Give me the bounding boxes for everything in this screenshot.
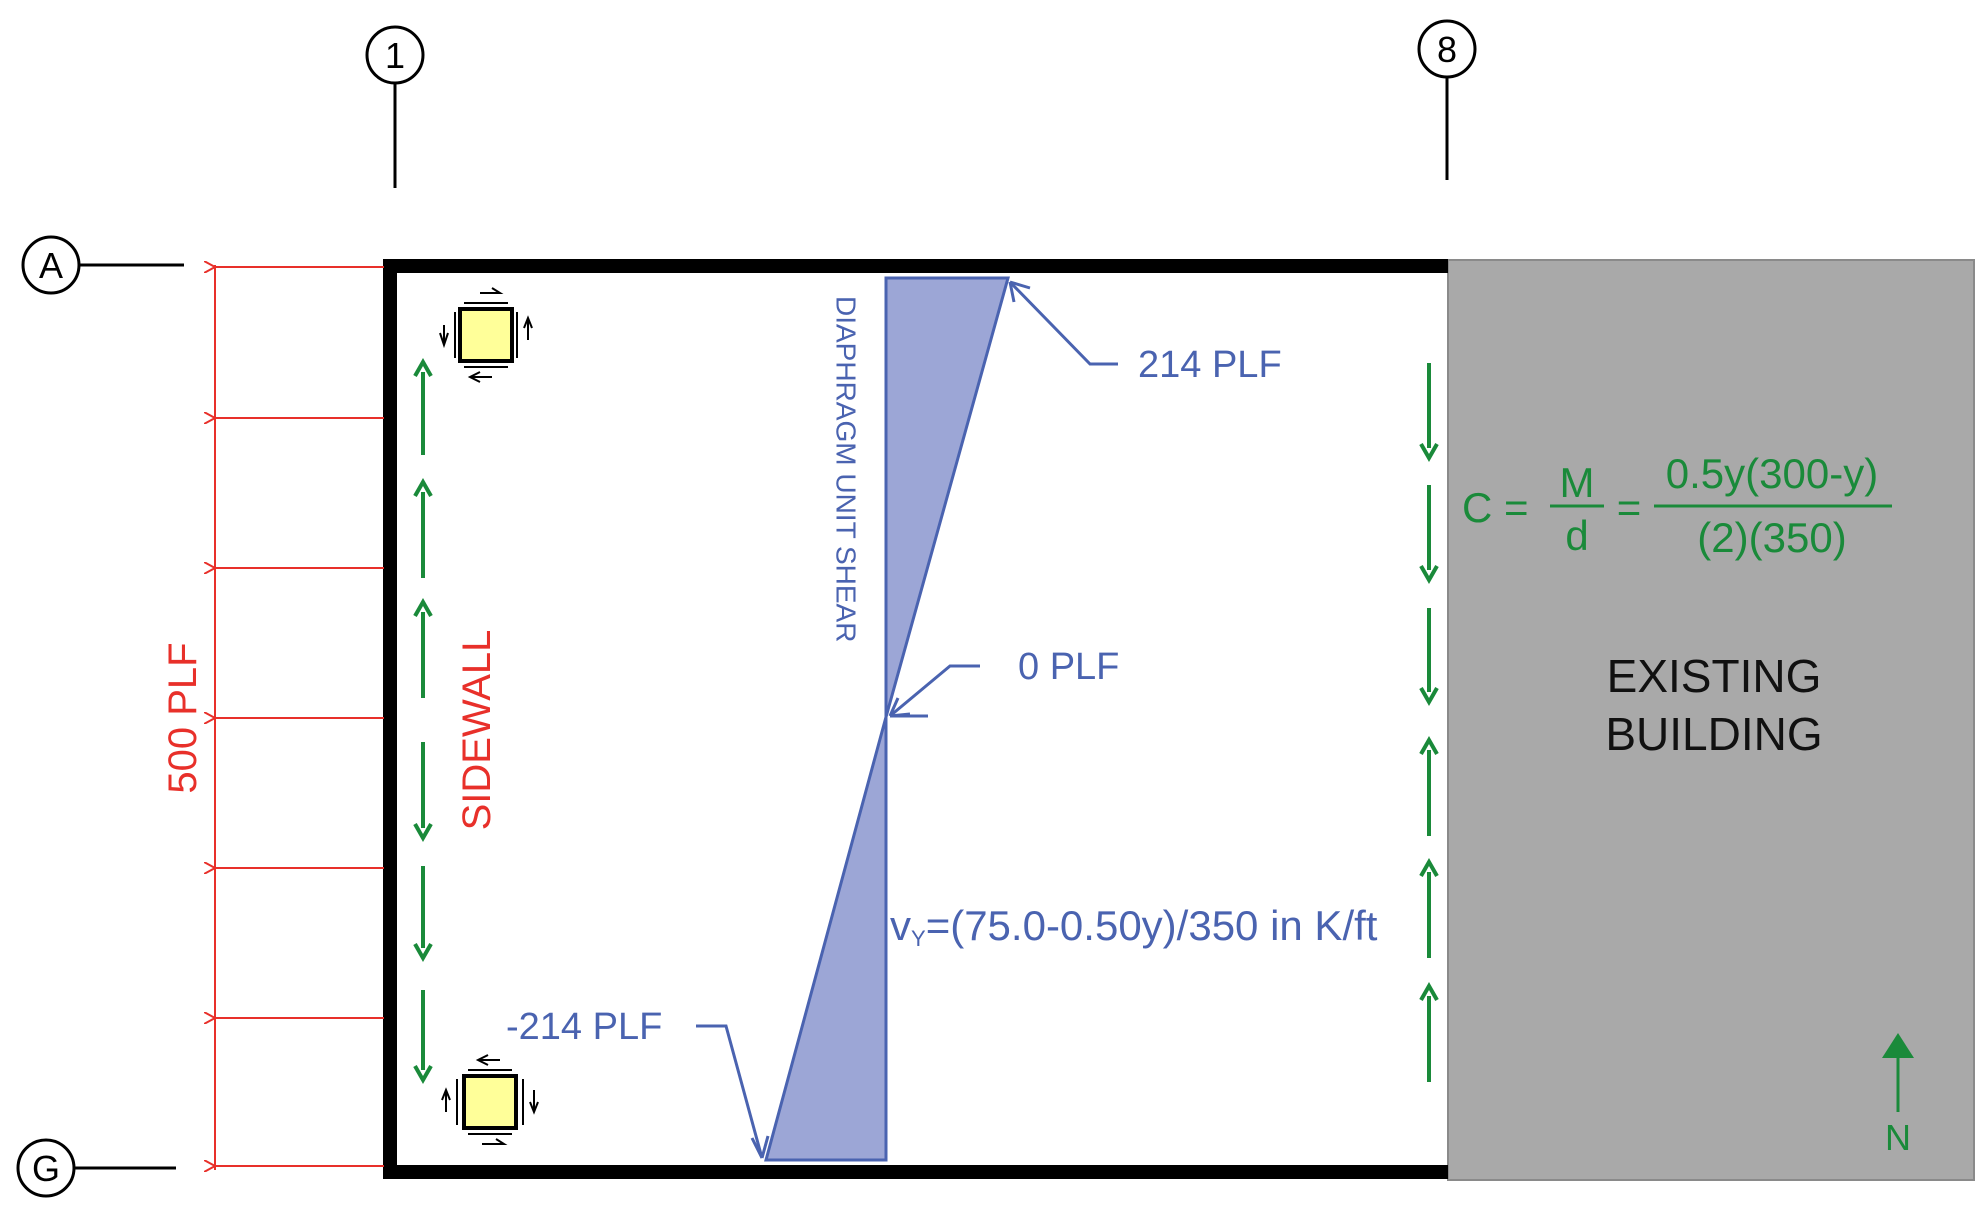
interface-chord-arrows <box>1419 363 1439 1082</box>
existing-building-block <box>1447 259 1975 1181</box>
north-arrow-icon: N <box>1882 1033 1914 1158</box>
shear-equation-subscript: Y <box>911 926 926 951</box>
grid-bubble-1: 1 <box>365 25 425 188</box>
sidewall-label: SIDEWALL <box>455 630 499 831</box>
grid-label-8: 8 <box>1437 29 1457 70</box>
grid-bubble-8: 8 <box>1417 19 1477 180</box>
north-label: N <box>1885 1117 1911 1158</box>
grid-bubble-g: G <box>16 1138 176 1198</box>
shear-diagram-title: DIAPHRAGM UNIT SHEAR <box>831 296 862 642</box>
load-label: 500 PLF <box>161 642 205 793</box>
chord-equals: = <box>1617 484 1642 531</box>
wind-load <box>215 265 384 1170</box>
shear-equation-rest: =(75.0-0.50y)/350 in K/ft <box>926 902 1378 949</box>
shear-equation-v: v <box>890 902 911 949</box>
shear-diagram <box>764 276 1010 1162</box>
chord-force-equation: C = M d = 0.5y(300-y) (2)(350) <box>1462 450 1892 561</box>
shear-top-value: 214 PLF <box>1138 344 1282 386</box>
sidewall-chord-arrows <box>413 357 433 1085</box>
grid-label-1: 1 <box>385 35 405 76</box>
grid-label-a: A <box>39 245 63 286</box>
existing-building-label-2: BUILDING <box>1605 708 1822 760</box>
grid-bubble-a: A <box>21 235 184 295</box>
shear-bottom-value: -214 PLF <box>506 1006 662 1048</box>
chord-d: d <box>1565 512 1588 559</box>
chord-m: M <box>1560 459 1595 506</box>
shear-negative-region <box>764 716 888 1162</box>
grid-label-g: G <box>32 1148 60 1189</box>
shear-element-top-icon <box>439 287 533 383</box>
shear-equation: vY=(75.0-0.50y)/350 in K/ft <box>890 902 1378 951</box>
shear-element-bottom-icon <box>441 1054 539 1145</box>
building-outline <box>383 259 1448 1179</box>
chord-numerator: 0.5y(300-y) <box>1666 450 1878 497</box>
chord-c-prefix: C = <box>1462 484 1529 531</box>
chord-denominator: (2)(350) <box>1697 514 1846 561</box>
shear-value-leaders <box>696 280 1118 1159</box>
existing-building-label-1: EXISTING <box>1607 650 1822 702</box>
shear-mid-value: 0 PLF <box>1018 646 1119 688</box>
shear-positive-region <box>884 276 1010 718</box>
